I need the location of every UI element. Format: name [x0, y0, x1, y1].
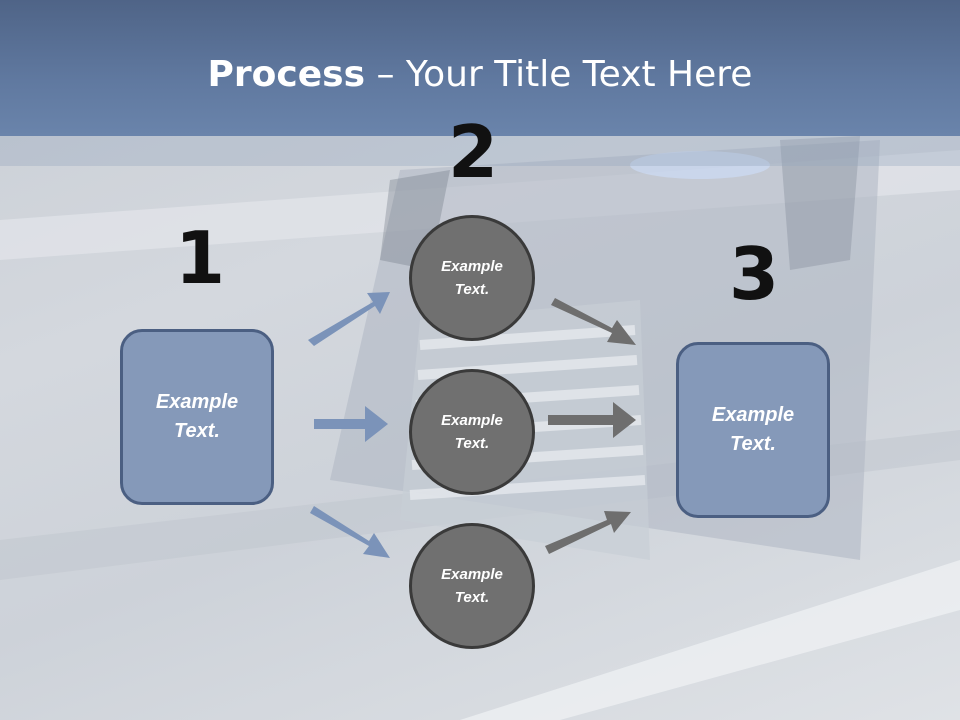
step-1-number: 1 [174, 216, 226, 300]
title-bold: Process [207, 54, 366, 95]
step-1-text: Example Text. [155, 391, 239, 442]
step-3-text: Example Text. [711, 404, 795, 455]
title-bar-strip [0, 136, 960, 166]
step-2-circle-middle: Example Text. [409, 369, 535, 495]
step-3-box: Example Text. [676, 342, 830, 518]
slide-title: Process – Your Title Text Here [0, 52, 960, 98]
title-bar [0, 0, 960, 136]
step-2-circle-top: Example Text. [409, 215, 535, 341]
step-2-number: 2 [447, 110, 499, 194]
gray-arrow-right [548, 402, 636, 438]
gray-arrow-down-right [551, 298, 636, 345]
blue-arrow-down-right [310, 506, 390, 558]
blue-arrow-up-right [308, 292, 390, 346]
step-1-box: Example Text. [120, 329, 274, 505]
step-2-circle-middle-text: Example Text. [441, 412, 503, 452]
step-2-circle-top-text: Example Text. [441, 258, 503, 298]
step-2-circle-bottom: Example Text. [409, 523, 535, 649]
blue-arrow-right [314, 406, 388, 442]
title-rest: – Your Title Text Here [365, 54, 753, 95]
gray-arrow-up-right [545, 511, 631, 554]
step-2-circle-bottom-text: Example Text. [441, 566, 503, 606]
step-3-number: 3 [728, 232, 780, 316]
